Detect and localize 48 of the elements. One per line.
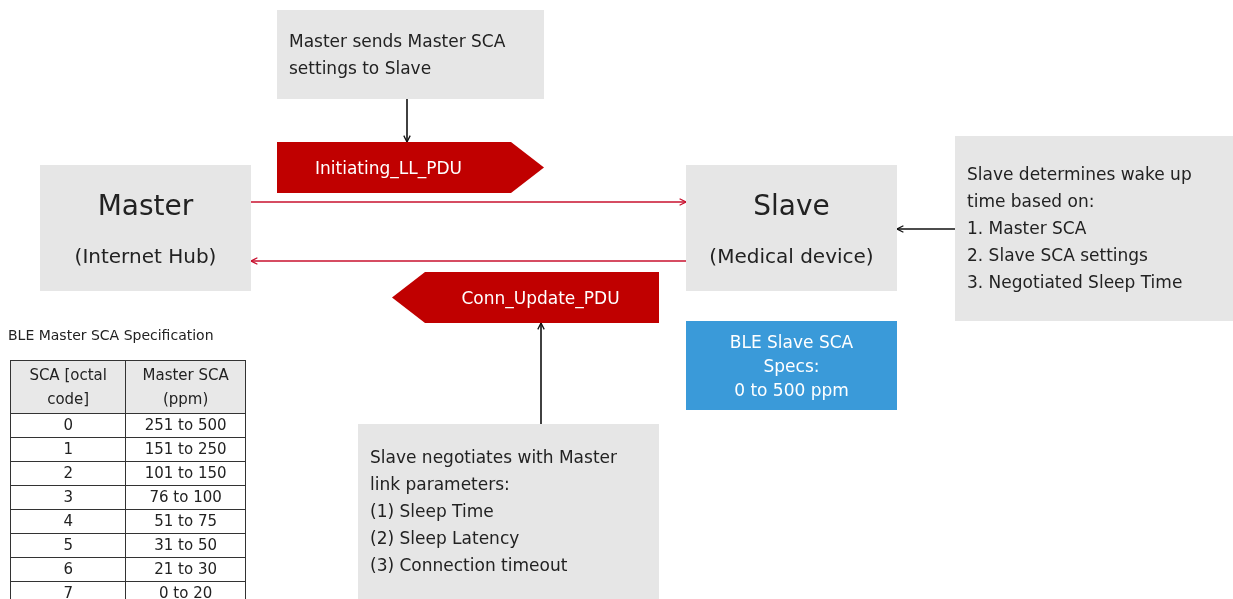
spec-box bbox=[686, 321, 897, 410]
note-text: Slave negotiates with Master link parameters: bbox=[370, 446, 618, 496]
table-cell: 21 to 30 bbox=[125, 557, 246, 582]
header-cell: Master SCA (ppm) bbox=[125, 360, 246, 414]
list-item: (1) Sleep Time bbox=[370, 500, 495, 523]
spec-text: 0 to 500 ppm bbox=[734, 378, 849, 402]
header-cell: SCA [octal code] bbox=[10, 360, 126, 414]
table-cell: 76 to 100 bbox=[125, 485, 246, 510]
node-subtitle: (Medical device) bbox=[709, 243, 874, 268]
table-cell: 4 bbox=[10, 509, 126, 534]
arrow bbox=[537, 322, 545, 425]
table-cell: 101 to 150 bbox=[125, 461, 246, 486]
node-title: Master bbox=[97, 188, 194, 222]
table-cell: 2 bbox=[10, 461, 126, 486]
list-item: 1. Master SCA bbox=[967, 217, 1088, 240]
list-item: 2. Slave SCA settings bbox=[967, 244, 1149, 267]
table-cell: 151 to 250 bbox=[125, 437, 246, 462]
table-cell: 31 to 50 bbox=[125, 533, 246, 558]
table-title: BLE Master SCA Specification bbox=[8, 327, 214, 343]
table-cell: 251 to 500 bbox=[125, 413, 246, 438]
pdu-label: Conn_Update_PDU bbox=[461, 287, 620, 308]
table-cell: 51 to 75 bbox=[125, 509, 246, 534]
arrow bbox=[250, 257, 687, 265]
note-box bbox=[358, 424, 659, 599]
note-text: Master sends Master SCA settings to Slave bbox=[289, 29, 507, 80]
table-cell: 1 bbox=[10, 437, 126, 462]
master-box bbox=[40, 165, 251, 291]
note-text: Slave determines wake up time based on: bbox=[967, 163, 1193, 213]
list-item: 3. Negotiated Sleep Time bbox=[967, 271, 1184, 294]
slave-box bbox=[686, 165, 897, 291]
arrow bbox=[896, 225, 956, 233]
node-subtitle: (Internet Hub) bbox=[74, 243, 217, 268]
list-item: (3) Connection timeout bbox=[370, 554, 569, 577]
note-box bbox=[955, 136, 1233, 321]
spec-text: BLE Slave SCA Specs: bbox=[728, 330, 855, 378]
pdu-arrow-shape bbox=[277, 142, 544, 193]
pdu-label: Initiating_LL_PDU bbox=[315, 157, 462, 178]
arrow bbox=[250, 198, 687, 206]
table-cell: 3 bbox=[10, 485, 126, 510]
node-title: Slave bbox=[753, 188, 830, 222]
table-cell: 6 bbox=[10, 557, 126, 582]
pdu-arrow-shape bbox=[392, 272, 659, 323]
list-item: (2) Sleep Latency bbox=[370, 527, 521, 550]
arrow bbox=[403, 98, 411, 143]
table-cell: 5 bbox=[10, 533, 126, 558]
note-box bbox=[277, 10, 544, 99]
table-cell: 0 bbox=[10, 413, 126, 438]
table-cell: 7 bbox=[10, 581, 126, 599]
